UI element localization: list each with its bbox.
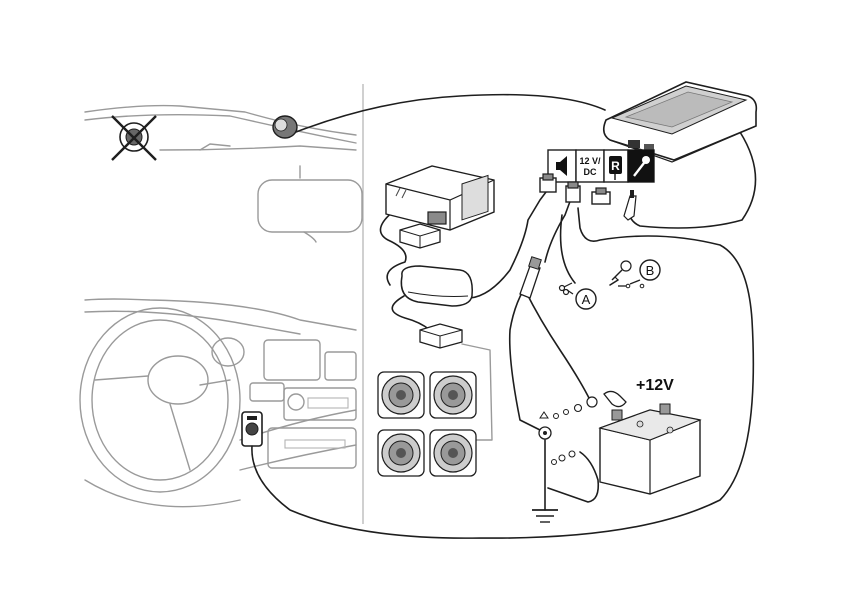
label-a: A bbox=[582, 292, 591, 307]
car-radio bbox=[386, 166, 494, 230]
car-battery bbox=[600, 404, 700, 494]
speakers bbox=[378, 372, 476, 476]
speaker-4 bbox=[430, 430, 476, 476]
microphone-icon bbox=[628, 150, 654, 182]
rear-view-mirror bbox=[258, 180, 362, 232]
speaker-connector bbox=[420, 324, 462, 348]
power-label-line2: DC bbox=[584, 167, 597, 177]
wrong-mic-placement bbox=[112, 116, 156, 160]
speaker-1 bbox=[378, 372, 424, 418]
interface-box bbox=[401, 266, 472, 306]
label-b: B bbox=[646, 263, 655, 278]
battery-positive-label: +12V bbox=[636, 377, 674, 394]
radio-mute-label: R bbox=[611, 159, 620, 173]
speaker-2 bbox=[430, 372, 476, 418]
speaker-3 bbox=[378, 430, 424, 476]
steering-wheel bbox=[80, 308, 240, 507]
port-power bbox=[576, 150, 604, 182]
microphone bbox=[273, 116, 297, 138]
fuse-holder bbox=[520, 257, 541, 298]
ignition-key-icon bbox=[612, 261, 644, 288]
car-interior bbox=[80, 106, 362, 507]
port-panel: 12 V/ DC R bbox=[548, 150, 654, 182]
power-label-line1: 12 V/ bbox=[579, 156, 601, 166]
remote-control-button bbox=[242, 412, 262, 446]
radio-connector bbox=[400, 224, 440, 248]
scissors-icon bbox=[560, 283, 574, 295]
